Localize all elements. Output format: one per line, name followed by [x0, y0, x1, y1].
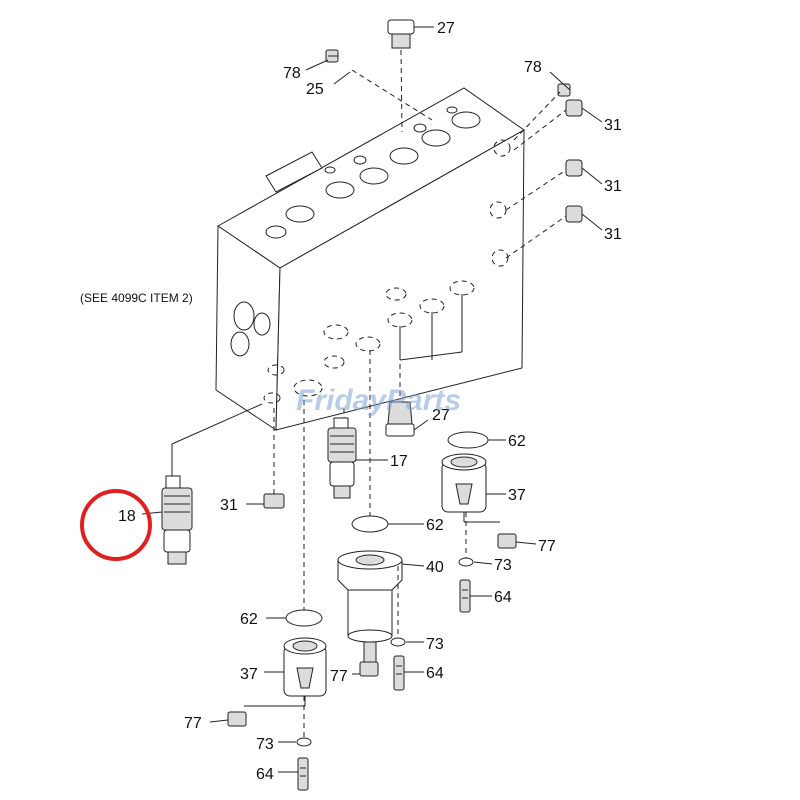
- leader-lines: [141, 26, 603, 773]
- washer-73-mid: [390, 637, 406, 647]
- housing-40: [337, 550, 403, 663]
- callout-40: 40: [426, 559, 444, 576]
- callout-64-right: 64: [494, 589, 512, 606]
- callout-77-left: 77: [184, 715, 202, 732]
- watermark-logo: FridayParts: [296, 384, 461, 417]
- oring-62-right: [447, 431, 489, 449]
- callout-77-mid: 77: [330, 668, 348, 685]
- callout-27-top: 27: [437, 20, 455, 37]
- bolt-64-left: [297, 757, 309, 791]
- callout-64-mid: 64: [426, 665, 444, 682]
- cap-37-left: [244, 637, 327, 707]
- valve-17: [327, 408, 357, 499]
- washer-73-left: [296, 696, 312, 747]
- callout-31-left: 31: [220, 497, 238, 514]
- plug-77-mid: [359, 661, 379, 677]
- callout-62-a: 62: [508, 433, 526, 450]
- plug-77-right: [497, 533, 517, 549]
- pin-25: [333, 69, 433, 121]
- relief-valve-18: [161, 403, 263, 565]
- reference-note: (SEE 4099C ITEM 2): [80, 291, 193, 305]
- callout-73-right: 73: [494, 557, 512, 574]
- oring-62-left: [285, 400, 323, 627]
- callout-25: 25: [306, 81, 324, 98]
- valve-block: [215, 87, 525, 431]
- plug-78-left: [305, 49, 339, 71]
- callout-18: 18: [118, 508, 136, 525]
- callout-31-a: 31: [604, 117, 622, 134]
- callout-31-b: 31: [604, 178, 622, 195]
- callout-31-c: 31: [604, 226, 622, 243]
- plug-77-left: [227, 711, 247, 727]
- plugs-right: [505, 83, 583, 259]
- callout-27-mid: 27: [432, 407, 450, 424]
- callout-73-mid: 73: [426, 636, 444, 653]
- highlight-circle: [80, 489, 152, 561]
- callout-37-left: 37: [240, 666, 258, 683]
- callout-62-left: 62: [240, 611, 258, 628]
- plug-27-mid: [385, 346, 415, 437]
- cap-37-right: [441, 453, 500, 523]
- callout-labels: 27 78 25 78 31 31 31 27 62 17 37 18 31 6…: [118, 20, 622, 783]
- callout-37-right: 37: [508, 487, 526, 504]
- bolt-64-mid: [393, 655, 405, 691]
- callout-78-left: 78: [283, 65, 301, 82]
- callout-77-right: 77: [538, 538, 556, 555]
- plug-31-left: [263, 408, 285, 509]
- callout-17: 17: [390, 453, 408, 470]
- callout-62-b: 62: [426, 517, 444, 534]
- bolt-64-right: [459, 579, 471, 613]
- callout-73-left: 73: [256, 736, 274, 753]
- callout-78-right: 78: [524, 59, 542, 76]
- plug-27-top: [387, 19, 415, 133]
- callout-64-left: 64: [256, 766, 274, 783]
- washer-73-right: [458, 512, 474, 567]
